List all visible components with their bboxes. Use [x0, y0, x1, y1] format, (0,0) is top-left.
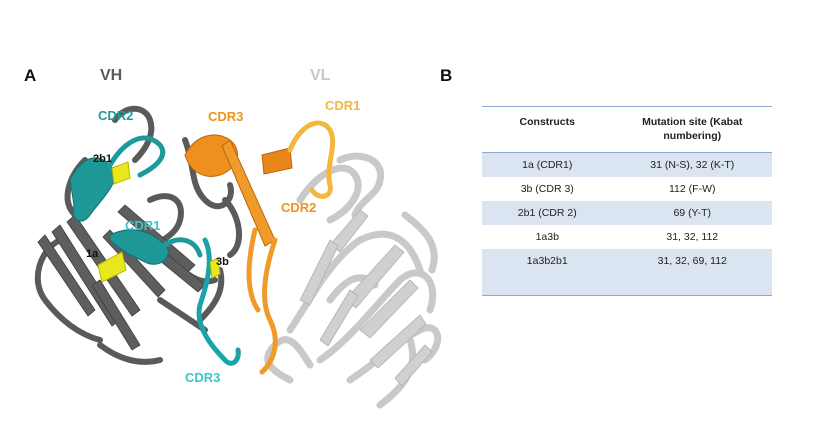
table-row: 1a3b2b1 31, 32, 69, 112 [482, 249, 772, 296]
header-constructs: Constructs [482, 107, 613, 153]
site-cell: 31, 32, 112 [613, 225, 773, 249]
construct-cell: 1a3b [482, 225, 613, 249]
vh-cdr3-label: CDR3 [185, 370, 220, 385]
site-2b1-marker [112, 162, 130, 184]
site-cell: 69 (Y-T) [613, 201, 773, 225]
table-row: 2b1 (CDR 2) 69 (Y-T) [482, 201, 772, 225]
vl-cdr1-ribbon [262, 123, 333, 196]
vh-cdr1-label: CDR1 [125, 218, 160, 233]
vl-label: VL [310, 67, 331, 84]
table-row: 1a (CDR1) 31 (N-S), 32 (K-T) [482, 153, 772, 178]
site-3b-label: 3b [216, 256, 229, 268]
vl-cdr3-label: CDR3 [208, 109, 243, 124]
site-cell: 31, 32, 69, 112 [613, 249, 773, 296]
vh-cdr2-label: CDR2 [98, 108, 133, 123]
vl-cdr2-label: CDR2 [281, 200, 316, 215]
construct-cell: 1a (CDR1) [482, 153, 613, 178]
site-cell: 112 (F-W) [613, 177, 773, 201]
vl-cdr1-label: CDR1 [325, 98, 360, 113]
table-row: 3b (CDR 3) 112 (F-W) [482, 177, 772, 201]
site-1a-label: 1a [86, 248, 99, 260]
table-header-row: Constructs Mutation site (Kabat numberin… [482, 107, 772, 153]
table-row: 1a3b 31, 32, 112 [482, 225, 772, 249]
site-2b1-label: 2b1 [93, 153, 112, 165]
vh-label: VH [100, 67, 122, 84]
site-cell: 31 (N-S), 32 (K-T) [613, 153, 773, 178]
construct-cell: 1a3b2b1 [482, 249, 613, 296]
construct-cell: 2b1 (CDR 2) [482, 201, 613, 225]
construct-cell: 3b (CDR 3) [482, 177, 613, 201]
header-mutation-site: Mutation site (Kabat numbering) [613, 107, 773, 153]
mutation-table: Constructs Mutation site (Kabat numberin… [482, 106, 772, 296]
